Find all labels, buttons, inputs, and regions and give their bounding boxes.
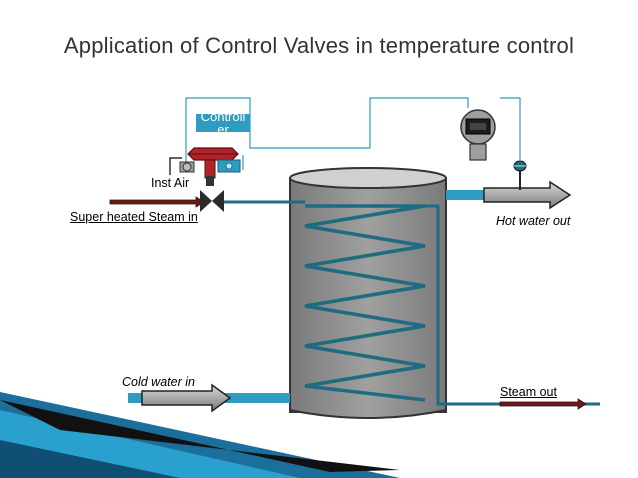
temperature-sensor-icon (513, 160, 527, 190)
signal-lines (185, 97, 521, 170)
page-title: Application of Control Valves in tempera… (63, 33, 575, 58)
control-valve-actuator (179, 147, 241, 186)
hot-water-arrow (483, 180, 572, 210)
decorative-swoosh (0, 392, 400, 478)
inst-air-line (169, 157, 182, 175)
controller-label: Controll er (200, 109, 246, 137)
temperature-transmitter-icon (460, 109, 496, 161)
steam-in-label: Super heated Steam in (70, 210, 198, 224)
steam-out-label: Steam out (500, 385, 557, 399)
steam-in-arrow (109, 196, 205, 208)
cold-water-arrow (141, 383, 232, 413)
signal-line-to-transmitter (185, 97, 469, 168)
steam-out-arrow (499, 398, 587, 410)
hot-water-out-label: Hot water out (496, 214, 571, 228)
inst-air-label: Inst Air (151, 176, 190, 190)
cold-water-in-label: Cold water in (122, 375, 195, 389)
controller-box (196, 114, 250, 132)
signal-line-to-sensor (500, 97, 521, 160)
control-valve-body (200, 190, 224, 212)
vessel-tank (289, 167, 447, 419)
hot-water-nozzle (446, 190, 486, 200)
